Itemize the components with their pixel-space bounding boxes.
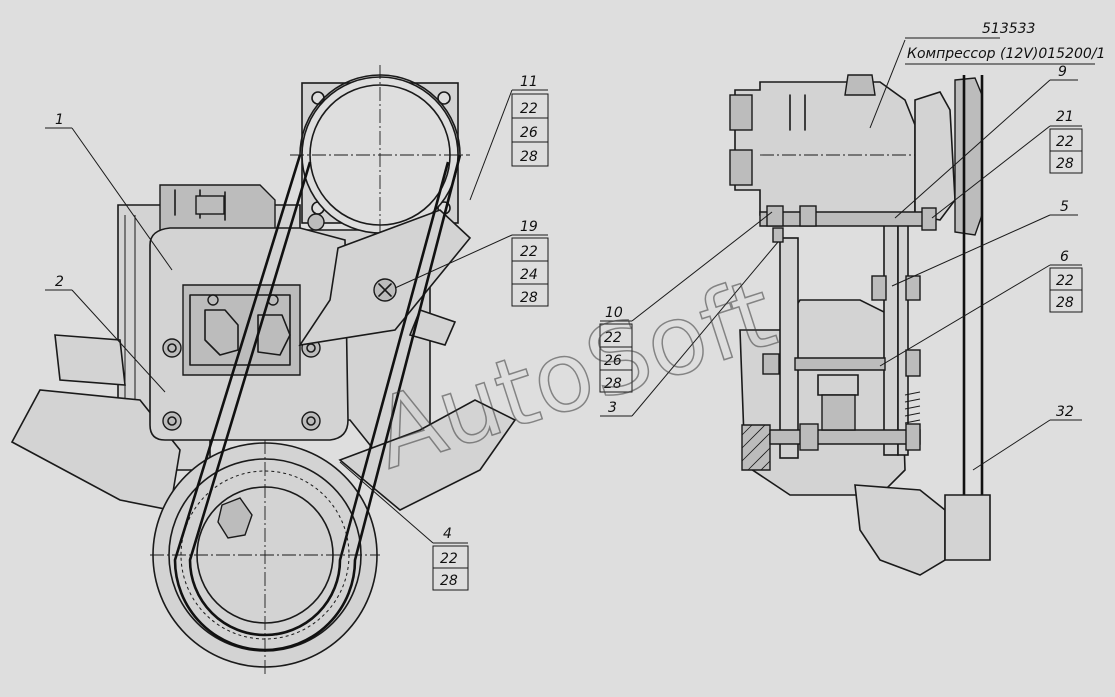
callout-11-26: 26 [520,125,538,141]
callout-2: 2 [55,274,64,290]
callout-5: 5 [1060,199,1069,215]
callout-6: 6 [1060,249,1069,265]
callout-1: 1 [55,112,64,128]
callout-21-28: 28 [1056,156,1074,172]
callout-6-28: 28 [1056,295,1074,311]
callout-21: 21 [1056,109,1074,125]
callout-4-22: 22 [440,551,458,567]
callout-6-22: 22 [1056,273,1074,289]
callout-3: 3 [608,400,617,416]
callout-10-26: 26 [604,353,622,369]
callout-32: 32 [1056,404,1074,420]
callout-4: 4 [443,526,452,542]
callout-10-28: 28 [604,376,622,392]
callout-21-22: 22 [1056,134,1074,150]
callout-10-22: 22 [604,330,622,346]
callout-labels: 513533 Компрессор (12V)015200/1 1 2 11 2… [55,21,1105,589]
callout-11-22: 22 [520,101,538,117]
callout-4-28: 28 [440,573,458,589]
callout-19-22: 22 [520,244,538,260]
title-name: Компрессор (12V)015200/1 [907,46,1105,62]
callout-19-24: 24 [520,267,538,283]
callout-11: 11 [520,74,538,90]
callout-9: 9 [1058,64,1067,80]
callout-19-28: 28 [520,290,538,306]
callout-10: 10 [605,305,623,321]
callout-11-28: 28 [520,149,538,165]
callout-19: 19 [520,219,538,235]
right-view [729,74,991,576]
left-view [10,65,517,675]
title-code: 513533 [982,21,1035,37]
callout-leaders [45,37,1095,591]
